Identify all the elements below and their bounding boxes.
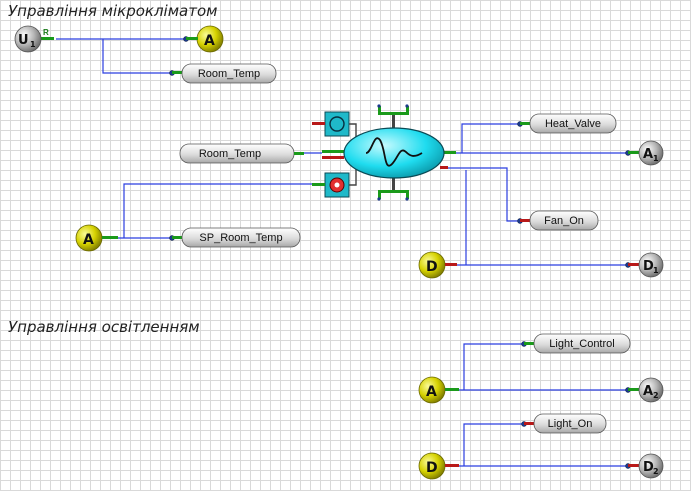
light-control-label: Light_Control: [549, 338, 614, 350]
d-input-node-climate[interactable]: D: [418, 251, 457, 279]
a1-sub: 1: [653, 154, 659, 163]
d-input-lighting-label: D: [426, 460, 438, 476]
room-temp-output-label: Room_Temp: [198, 68, 260, 80]
pid-mode-icon: [329, 116, 345, 132]
light-on-tag[interactable]: Light_On: [524, 413, 607, 434]
sp-room-temp-label: SP_Room_Temp: [199, 232, 282, 244]
a2-output-node[interactable]: A 2: [628, 377, 664, 403]
light-on-label: Light_On: [548, 418, 593, 430]
a-output-node-top[interactable]: A: [186, 25, 224, 53]
wire-pid-to-fan-on: [446, 167, 520, 222]
u1-port-label: R: [43, 28, 49, 37]
a-input-node[interactable]: A: [75, 224, 118, 252]
d1-label: D: [643, 259, 654, 274]
a-output-top-label: A: [204, 33, 215, 49]
d-input-node-lighting[interactable]: D: [418, 452, 459, 480]
d1-output-node[interactable]: D 1: [628, 252, 664, 278]
room-temp-input-label: Room_Temp: [199, 148, 261, 160]
a2-sub: 2: [653, 391, 659, 400]
u1-sub: 1: [30, 40, 36, 49]
heat-valve-tag[interactable]: Heat_Valve: [520, 113, 617, 134]
pid-controller-block[interactable]: [312, 104, 456, 201]
room-temp-output-tag[interactable]: Room_Temp: [172, 63, 277, 84]
pid-waveform-icon: [365, 137, 423, 167]
wire-pid-to-heat-valve: [461, 123, 520, 153]
u1-label: U: [18, 33, 29, 48]
fan-on-tag[interactable]: Fan_On: [520, 210, 599, 231]
a1-label: A: [643, 147, 653, 162]
pid-setpoint-icon: [334, 182, 340, 188]
wire-u1-to-room-temp: [102, 39, 172, 74]
room-temp-input-tag[interactable]: Room_Temp: [179, 143, 304, 164]
heat-valve-label: Heat_Valve: [545, 118, 601, 130]
sp-room-temp-tag[interactable]: SP_Room_Temp: [172, 227, 301, 248]
a1-output-node[interactable]: A 1: [628, 140, 664, 166]
wire-d-to-light-on: [463, 423, 524, 466]
u1-node[interactable]: U 1 R: [14, 25, 54, 53]
d2-label: D: [643, 460, 654, 475]
wire-a-to-pid-setpoint: [123, 183, 314, 238]
d1-sub: 1: [653, 266, 659, 275]
fan-on-label: Fan_On: [544, 215, 584, 227]
a-input-lighting-label: A: [426, 384, 437, 400]
light-control-tag[interactable]: Light_Control: [524, 333, 631, 354]
d2-output-node[interactable]: D 2: [628, 453, 664, 479]
a-input-label: A: [83, 232, 94, 248]
wire-a-to-light-control: [463, 343, 524, 390]
a-input-node-lighting[interactable]: A: [418, 376, 459, 404]
section-title-lighting: Управління освітленням: [8, 318, 200, 336]
d2-sub: 2: [653, 467, 659, 476]
section-title-climate: Управління мікрокліматом: [8, 2, 218, 20]
a2-label: A: [643, 384, 653, 399]
d-input-climate-label: D: [426, 259, 438, 275]
